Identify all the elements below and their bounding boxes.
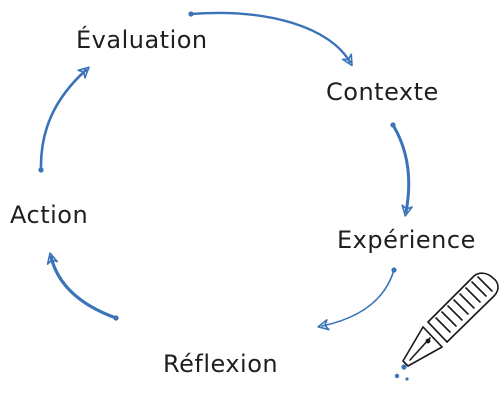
ink-drops bbox=[394, 364, 409, 381]
arrow-contexte-to-experience bbox=[390, 122, 413, 217]
arrow-action-to-evaluation bbox=[38, 66, 90, 173]
stage-label-reflexion: Réflexion bbox=[163, 350, 279, 378]
stage-label-contexte: Contexte bbox=[326, 78, 439, 106]
stage-label-evaluation: Évaluation bbox=[76, 26, 208, 54]
arrow-experience-to-reflexion bbox=[317, 267, 397, 331]
fountain-pen-icon bbox=[402, 272, 499, 367]
arrow-evaluation-to-contexte bbox=[188, 11, 353, 67]
stage-label-experience: Expérience bbox=[337, 226, 476, 254]
stage-label-action: Action bbox=[10, 201, 89, 229]
arrow-reflexion-to-action bbox=[46, 252, 119, 321]
